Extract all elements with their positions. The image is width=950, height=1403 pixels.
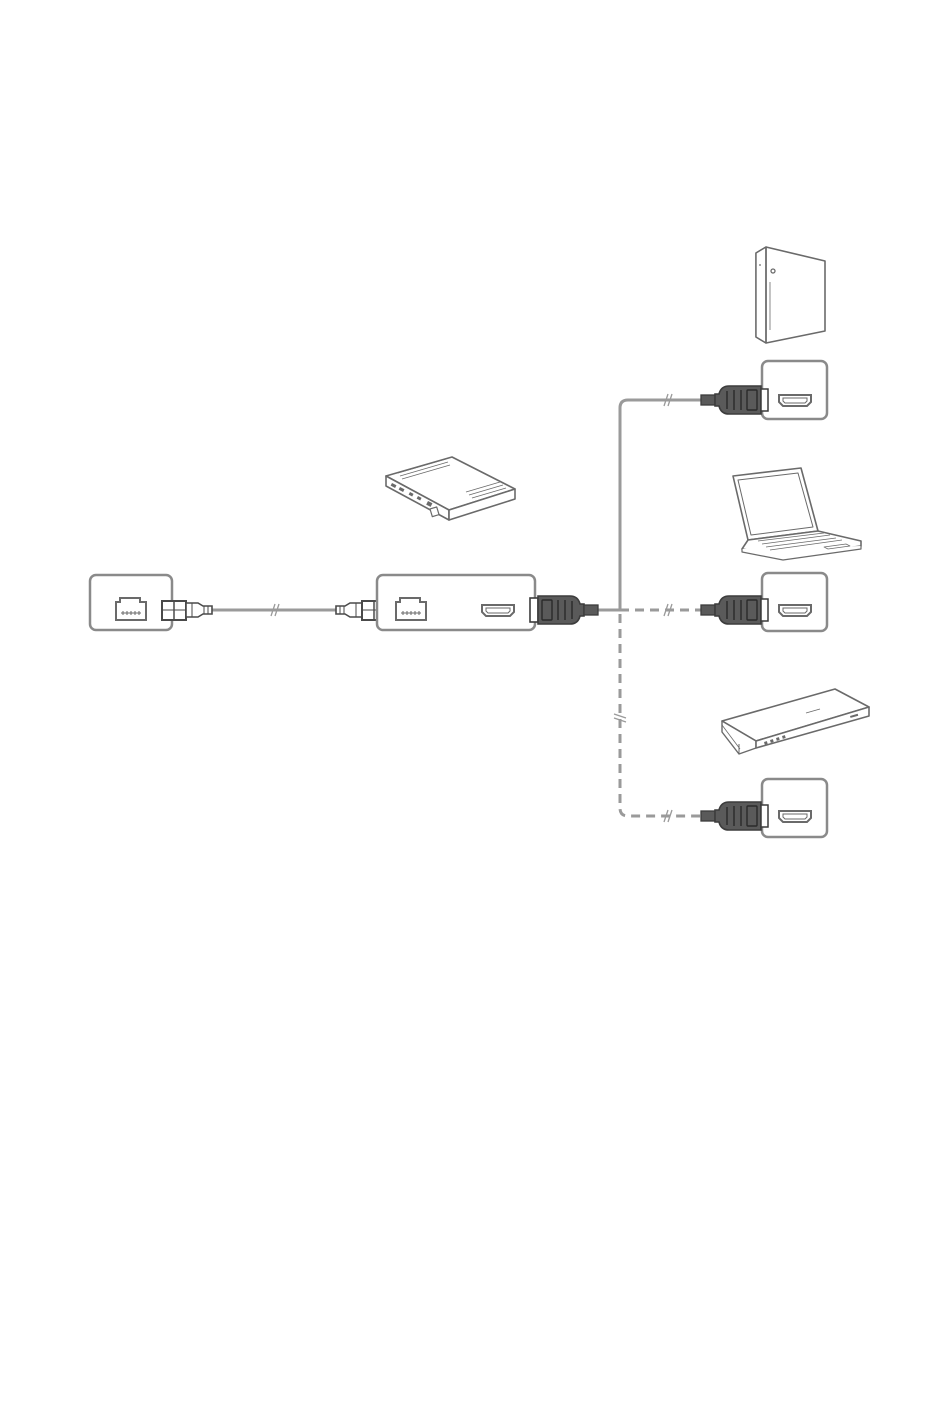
lan-cable: [212, 604, 336, 616]
laptop-hdmi-port: [762, 573, 827, 631]
pc-hdmi-port: [762, 361, 827, 419]
hdmi-cable-laptop: [620, 604, 703, 616]
hdmi-cable-player: [614, 614, 703, 822]
hdmi-plug-player: [701, 802, 768, 830]
hdmi-cable-pc: [598, 394, 703, 610]
hdmi-plug-pc: [701, 386, 768, 414]
hdmi-port-icon: [779, 605, 811, 616]
hdmi-plug-extender: [530, 596, 598, 624]
desktop-pc-icon: [756, 247, 825, 343]
hdmi-port-icon: [482, 605, 514, 616]
hdmi-port-icon: [779, 811, 811, 822]
laptop-icon: [733, 468, 861, 560]
rj45-plug-left: [162, 601, 212, 620]
extender-port-panel: [377, 575, 535, 630]
lan-wall-port: [90, 575, 172, 630]
hdmi-plug-laptop: [701, 596, 768, 624]
hdbaset-receiver-icon: [386, 457, 515, 520]
hdmi-port-icon: [779, 395, 811, 406]
rj45-port-icon: [116, 598, 146, 620]
bluray-player-icon: [722, 689, 869, 754]
rj45-port-icon: [396, 598, 426, 620]
player-hdmi-port: [762, 779, 827, 837]
